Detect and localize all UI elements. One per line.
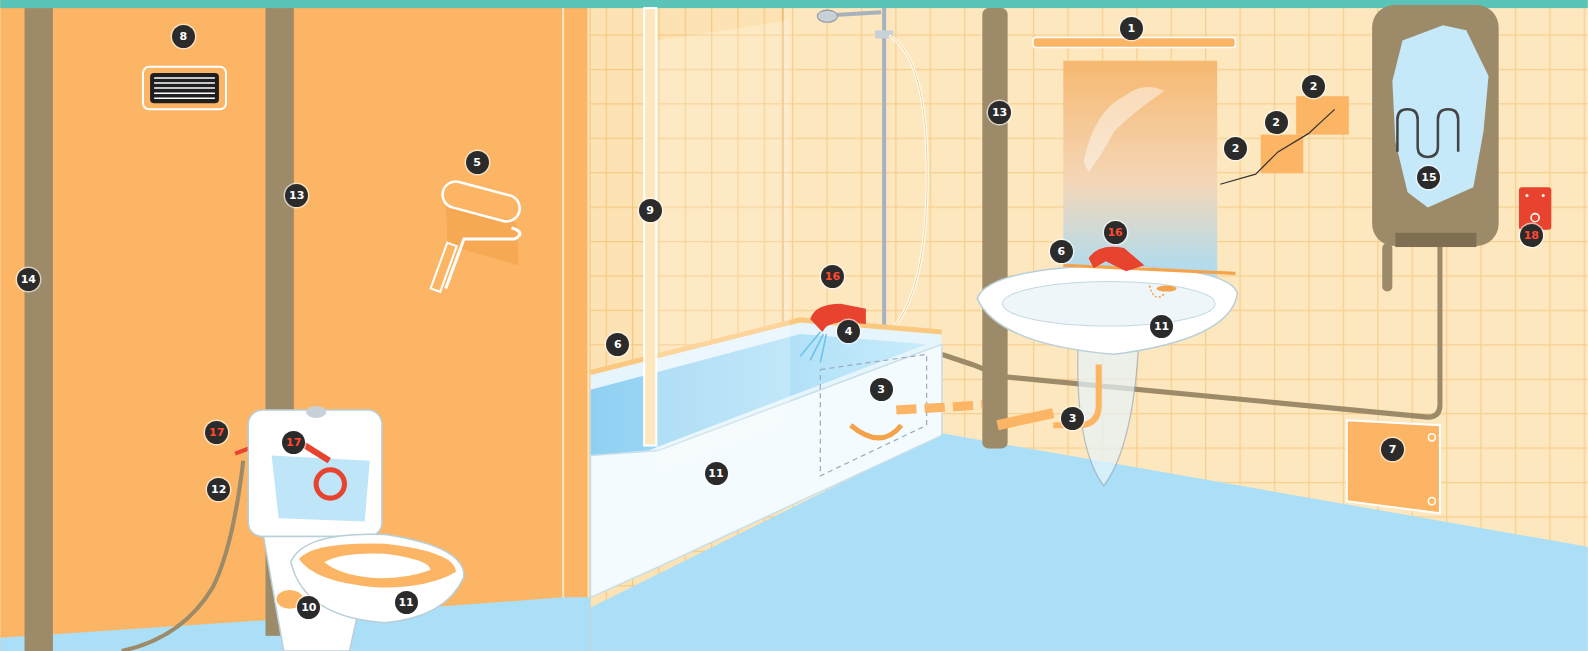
- callout-number: 11: [395, 591, 418, 614]
- callout-number: 4: [837, 320, 860, 343]
- callout-number: 6: [606, 333, 629, 356]
- callout-number: 8: [172, 25, 195, 48]
- callout-number: 5: [466, 151, 489, 174]
- callout-number: 3: [870, 378, 893, 401]
- callout-number: 3: [1061, 407, 1084, 430]
- callout-number: 16: [821, 265, 844, 288]
- callout-number: 17: [205, 421, 228, 444]
- callout-number: 2: [1302, 75, 1325, 98]
- callout-number: 16: [1104, 221, 1127, 244]
- callout-number: 11: [705, 462, 728, 485]
- callout-number: 11: [1150, 315, 1173, 338]
- callout-number: 13: [988, 101, 1011, 124]
- callout-number: 6: [1050, 240, 1073, 263]
- callout-number: 2: [1265, 111, 1288, 134]
- callout-number: 9: [639, 199, 662, 222]
- callout-number: 1: [1120, 17, 1143, 40]
- callout-number: 12: [207, 478, 230, 501]
- callout-number: 14: [17, 268, 40, 291]
